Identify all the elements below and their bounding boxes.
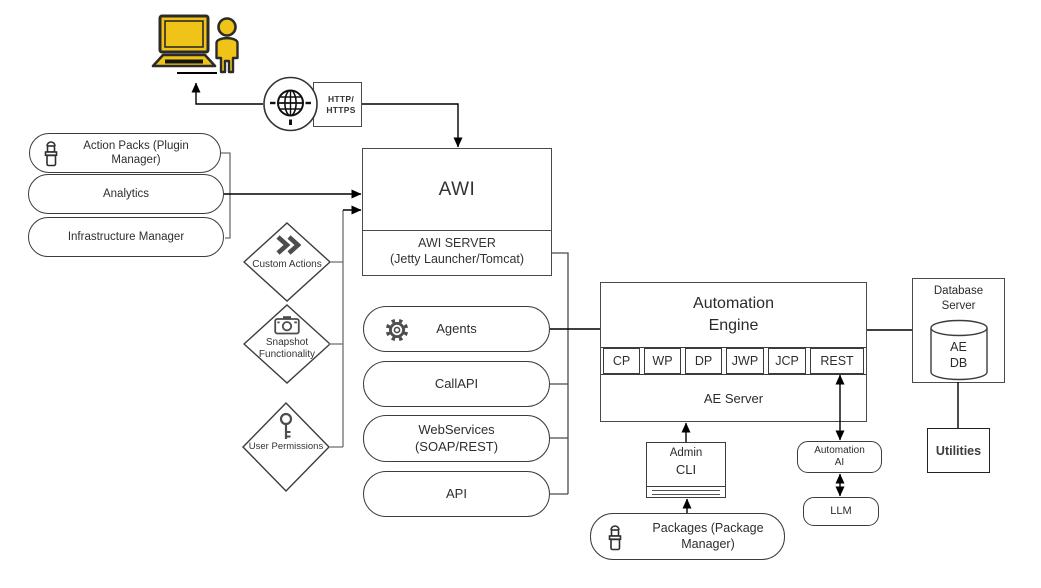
automation-ai-box: Automation AI <box>797 441 882 473</box>
custom-actions-label: Custom Actions <box>252 259 322 270</box>
agents-box: Agents <box>363 306 550 352</box>
database-cylinder <box>930 319 988 381</box>
llm-label: LLM <box>830 504 852 517</box>
webservices-label: WebServices <box>418 422 495 438</box>
database-server-box: Database Server AE DB <box>912 278 1005 383</box>
llm-box: LLM <box>803 497 879 526</box>
process-jcp: JCP <box>768 348 806 374</box>
infrastructure-manager-box: Infrastructure Manager <box>28 217 224 257</box>
callapi-box: CallAPI <box>363 361 550 407</box>
awi-title: AWI <box>438 178 476 200</box>
process-cp: CP <box>603 348 640 374</box>
user-permissions-label: User Permissions <box>248 441 324 452</box>
snapshot-functionality-label: Snapshot Functionality <box>258 337 316 360</box>
admin-cli-box: Admin CLI <box>646 442 726 498</box>
key-icon <box>279 412 293 439</box>
user-permissions-diamond: User Permissions <box>242 401 330 493</box>
automation-engine-title: Automation Engine <box>693 295 774 334</box>
database-server-title: Database Server <box>933 285 984 312</box>
workstation-user-icon <box>151 14 239 74</box>
awi-server-subtitle: (Jetty Launcher/Tomcat) <box>389 251 525 266</box>
awi-server-section: AWI SERVER (Jetty Launcher/Tomcat) <box>363 230 551 281</box>
api-label: API <box>446 485 467 501</box>
ae-server-label: AE Server <box>703 391 764 406</box>
automation-engine-box: Automation Engine CP WP DP JWP JCP REST … <box>600 282 867 422</box>
api-box: API <box>363 471 550 517</box>
globe-icon <box>263 76 318 132</box>
double-chevron-icon <box>276 235 301 255</box>
action-packs-box: Action Packs (Plugin Manager) <box>29 133 221 173</box>
http-https-box: HTTP/ HTTPS <box>313 82 362 127</box>
webservices-sublabel: (SOAP/REST) <box>414 438 499 454</box>
admin-cli-footer <box>647 486 725 497</box>
webservices-box: WebServices (SOAP/REST) <box>363 415 550 462</box>
package-icon <box>44 141 58 167</box>
package-icon <box>608 525 622 551</box>
http-label-line2: HTTPS <box>326 104 356 115</box>
automation-ai-line2: AI <box>834 457 845 468</box>
custom-actions-diamond: Custom Actions <box>242 222 332 302</box>
process-wp: WP <box>644 348 681 374</box>
snapshot-functionality-diamond: Snapshot Functionality <box>242 304 332 384</box>
action-packs-label: Action Packs (Plugin Manager) <box>83 139 189 166</box>
analytics-label: Analytics <box>102 187 150 200</box>
camera-icon <box>274 316 300 335</box>
process-rest: REST <box>810 348 864 374</box>
process-dp: DP <box>685 348 722 374</box>
agents-label: Agents <box>436 320 477 336</box>
packages-box: Packages (Package Manager) <box>590 513 785 560</box>
packages-label: Packages (Package Manager) <box>652 520 764 551</box>
utilities-box: Utilities <box>927 428 990 473</box>
process-jwp: JWP <box>726 348 764 374</box>
http-label-line1: HTTP/ <box>327 93 355 104</box>
callapi-label: CallAPI <box>434 375 479 391</box>
utilities-label: Utilities <box>935 443 982 458</box>
automation-ai-line1: Automation <box>814 444 865 456</box>
gear-icon <box>385 318 409 342</box>
infrastructure-manager-label: Infrastructure Manager <box>67 230 185 243</box>
process-row: CP WP DP JWP JCP REST <box>601 347 866 375</box>
awi-server-title: AWI SERVER <box>418 236 496 250</box>
ae-db-label: AE DB <box>949 340 968 371</box>
awi-box: AWI AWI SERVER (Jetty Launcher/Tomcat) <box>362 148 552 276</box>
analytics-box: Analytics <box>28 174 224 214</box>
admin-cli-title: Admin CLI <box>669 447 703 477</box>
